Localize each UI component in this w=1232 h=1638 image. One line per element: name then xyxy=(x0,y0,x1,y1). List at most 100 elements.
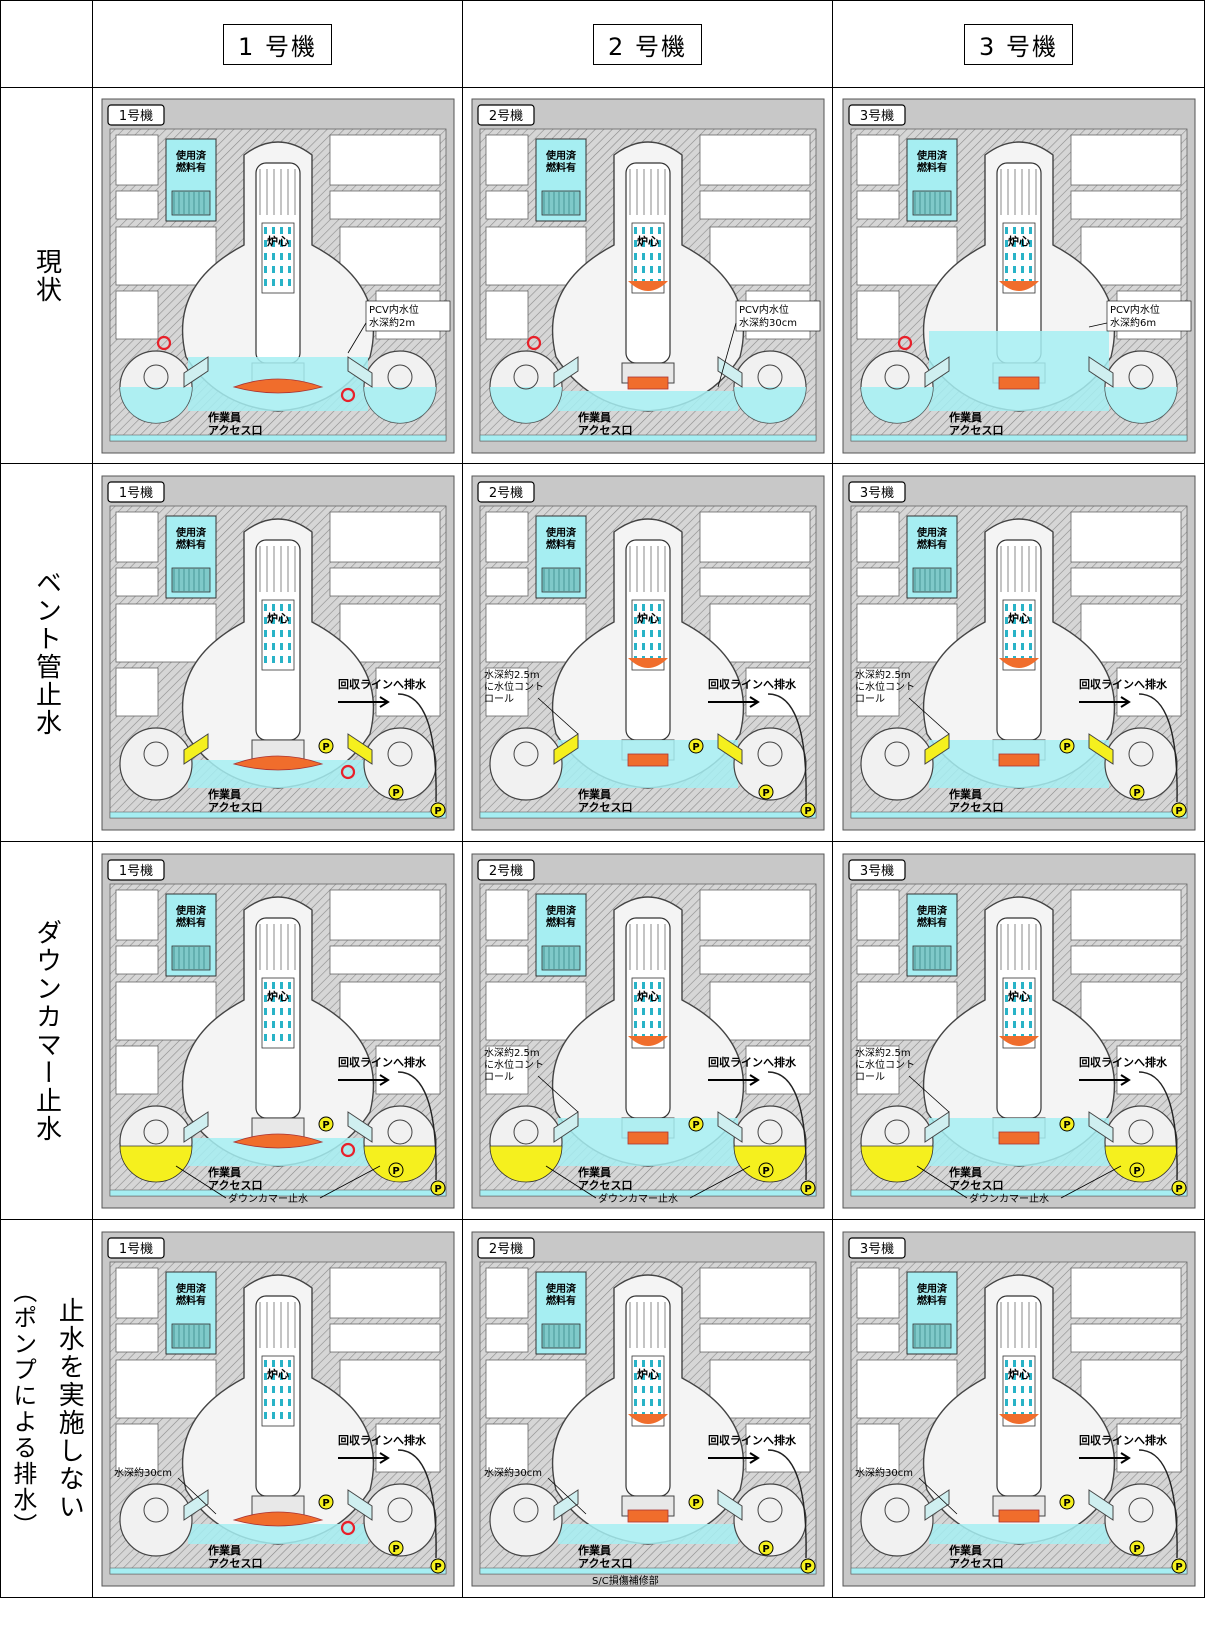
spent-fuel-label: 使用済 xyxy=(175,149,207,162)
core-dash xyxy=(642,1399,645,1406)
column-title: 1 号機 xyxy=(223,24,332,65)
floor-water xyxy=(851,435,1187,441)
building-room xyxy=(857,604,957,662)
control-label: ロール xyxy=(855,1072,885,1083)
core-dash xyxy=(1005,266,1008,273)
building-room xyxy=(857,1424,899,1472)
reactor-diagram: 使用済燃料有炉心3号機作業員アクセス口回収ラインへ排水PPP水深約2.5mに水位… xyxy=(839,850,1199,1212)
core-dash xyxy=(634,1399,637,1406)
core-dash xyxy=(288,630,291,637)
core-dash xyxy=(264,1008,267,1015)
core-dash xyxy=(288,1021,291,1028)
core-dash xyxy=(634,630,637,637)
core-label: 炉心 xyxy=(637,611,659,625)
building-room xyxy=(330,890,440,940)
drain-label: 回収ラインへ排水 xyxy=(338,1055,427,1069)
unit-tag: 1号機 xyxy=(108,105,164,125)
row-label-no-stop: 止水を実施しない （ポンプによる排水） xyxy=(1,1220,93,1598)
building-room xyxy=(116,568,158,596)
panel-r1-u3: 使用済燃料有炉心3号機作業員アクセス口回収ラインへ排水PPP水深約2.5mに水位… xyxy=(833,464,1205,842)
building-room xyxy=(1117,1046,1181,1094)
unit-tag: 2号機 xyxy=(478,860,534,880)
core-dash xyxy=(634,982,637,989)
core-dash xyxy=(1005,1399,1008,1406)
core-label: 炉心 xyxy=(637,234,659,248)
column-header-unit2: 2 号機 xyxy=(463,1,833,88)
pcv-level-label: PCV内水位 xyxy=(739,303,789,316)
core-dash xyxy=(1021,1008,1024,1015)
core-dash xyxy=(288,1399,291,1406)
reactor-diagram: 使用済燃料有炉心1号機作業員アクセス口回収ラインへ排水PPPダウンカマー止水 xyxy=(98,850,458,1212)
control-label: 水深約2.5m xyxy=(855,1046,911,1059)
building-room xyxy=(116,1360,216,1418)
core-dash xyxy=(1013,982,1016,989)
core-dash xyxy=(1029,1399,1032,1406)
floor-water xyxy=(480,435,816,441)
core-label: 炉心 xyxy=(1008,1367,1030,1381)
access-label: 作業員 xyxy=(208,787,241,801)
core-dash xyxy=(634,266,637,273)
spent-fuel-label: 使用済 xyxy=(916,526,948,539)
spent-fuel-label: 使用済 xyxy=(545,1282,577,1295)
unit-tag: 2号機 xyxy=(478,1238,534,1258)
spent-fuel-label: 燃料有 xyxy=(917,538,947,551)
core-dash xyxy=(1013,227,1016,234)
core-dash xyxy=(650,1008,653,1015)
downcomer-label: ダウンカマー止水 xyxy=(598,1192,678,1205)
building-room xyxy=(710,982,810,1040)
core-dash xyxy=(1013,630,1016,637)
drain-label: 回収ラインへ排水 xyxy=(708,677,797,691)
core-dash xyxy=(1029,227,1032,234)
core-dash xyxy=(288,656,291,663)
fuel-debris xyxy=(628,1510,668,1522)
pump-label: P xyxy=(692,742,699,753)
spent-fuel-label: 使用済 xyxy=(175,526,207,539)
reactor-diagram: 使用済燃料有炉心3号機作業員アクセス口回収ラインへ排水PPP水深約30cm xyxy=(839,1228,1199,1590)
access-label: 作業員 xyxy=(949,1543,982,1557)
panel-r2-u1: 使用済燃料有炉心1号機作業員アクセス口回収ラインへ排水PPPダウンカマー止水 xyxy=(93,842,463,1220)
unit-tag: 2号機 xyxy=(478,482,534,502)
access-label: アクセス口 xyxy=(578,1179,632,1192)
core-dash xyxy=(1021,982,1024,989)
building-room xyxy=(1071,1324,1181,1352)
panel-r3-u2: 使用済燃料有炉心2号機作業員アクセス口回収ラインへ排水PPP水深約30cmS/C… xyxy=(463,1220,833,1598)
core-dash xyxy=(634,1008,637,1015)
core-dash xyxy=(642,1008,645,1015)
core-label: 炉心 xyxy=(1008,989,1030,1003)
control-label: に水位コント xyxy=(484,1058,544,1071)
core-dash xyxy=(1013,1386,1016,1393)
core-dash xyxy=(658,643,661,650)
core-dash xyxy=(1005,1021,1008,1028)
core-label: 炉心 xyxy=(267,989,289,1003)
core-dash xyxy=(1029,1386,1032,1393)
spent-fuel-label: 燃料有 xyxy=(546,161,576,174)
reactor-diagram: 使用済燃料有炉心2号機作業員アクセス口回収ラインへ排水PPP水深約30cmS/C… xyxy=(468,1228,828,1590)
core-dash xyxy=(272,604,275,611)
building-room xyxy=(486,291,528,339)
building-room xyxy=(116,135,158,185)
core-dash xyxy=(264,266,267,273)
panel-r2-u2: 使用済燃料有炉心2号機作業員アクセス口回収ラインへ排水PPP水深約2.5mに水位… xyxy=(463,842,833,1220)
drain-label: 回収ラインへ排水 xyxy=(1079,1433,1168,1447)
core-dash xyxy=(288,279,291,286)
building-room xyxy=(700,1324,810,1352)
panel-r3-u3: 使用済燃料有炉心3号機作業員アクセス口回収ラインへ排水PPP水深約30cm xyxy=(833,1220,1205,1598)
core-dash xyxy=(280,279,283,286)
row-label-downcomer: ダウンカマー止水 xyxy=(1,842,93,1220)
building-room xyxy=(857,291,899,339)
spent-fuel-label: 使用済 xyxy=(916,1282,948,1295)
core-dash xyxy=(272,279,275,286)
pump-label: P xyxy=(1063,1120,1070,1131)
building-room xyxy=(376,1046,440,1094)
core-dash xyxy=(280,1034,283,1041)
access-label: 作業員 xyxy=(578,1165,611,1179)
fuel-debris xyxy=(628,377,668,389)
column-title: 2 号機 xyxy=(593,24,702,65)
panel-r0-u1: 使用済燃料有炉心1号機作業員アクセス口PCV内水位水深約2m xyxy=(93,88,463,464)
core-dash xyxy=(658,1021,661,1028)
control-label: に水位コント xyxy=(855,1058,915,1071)
downcomer-label: ダウンカマー止水 xyxy=(969,1192,1049,1205)
core-dash xyxy=(280,982,283,989)
core-dash xyxy=(642,1021,645,1028)
building-room xyxy=(116,291,158,339)
